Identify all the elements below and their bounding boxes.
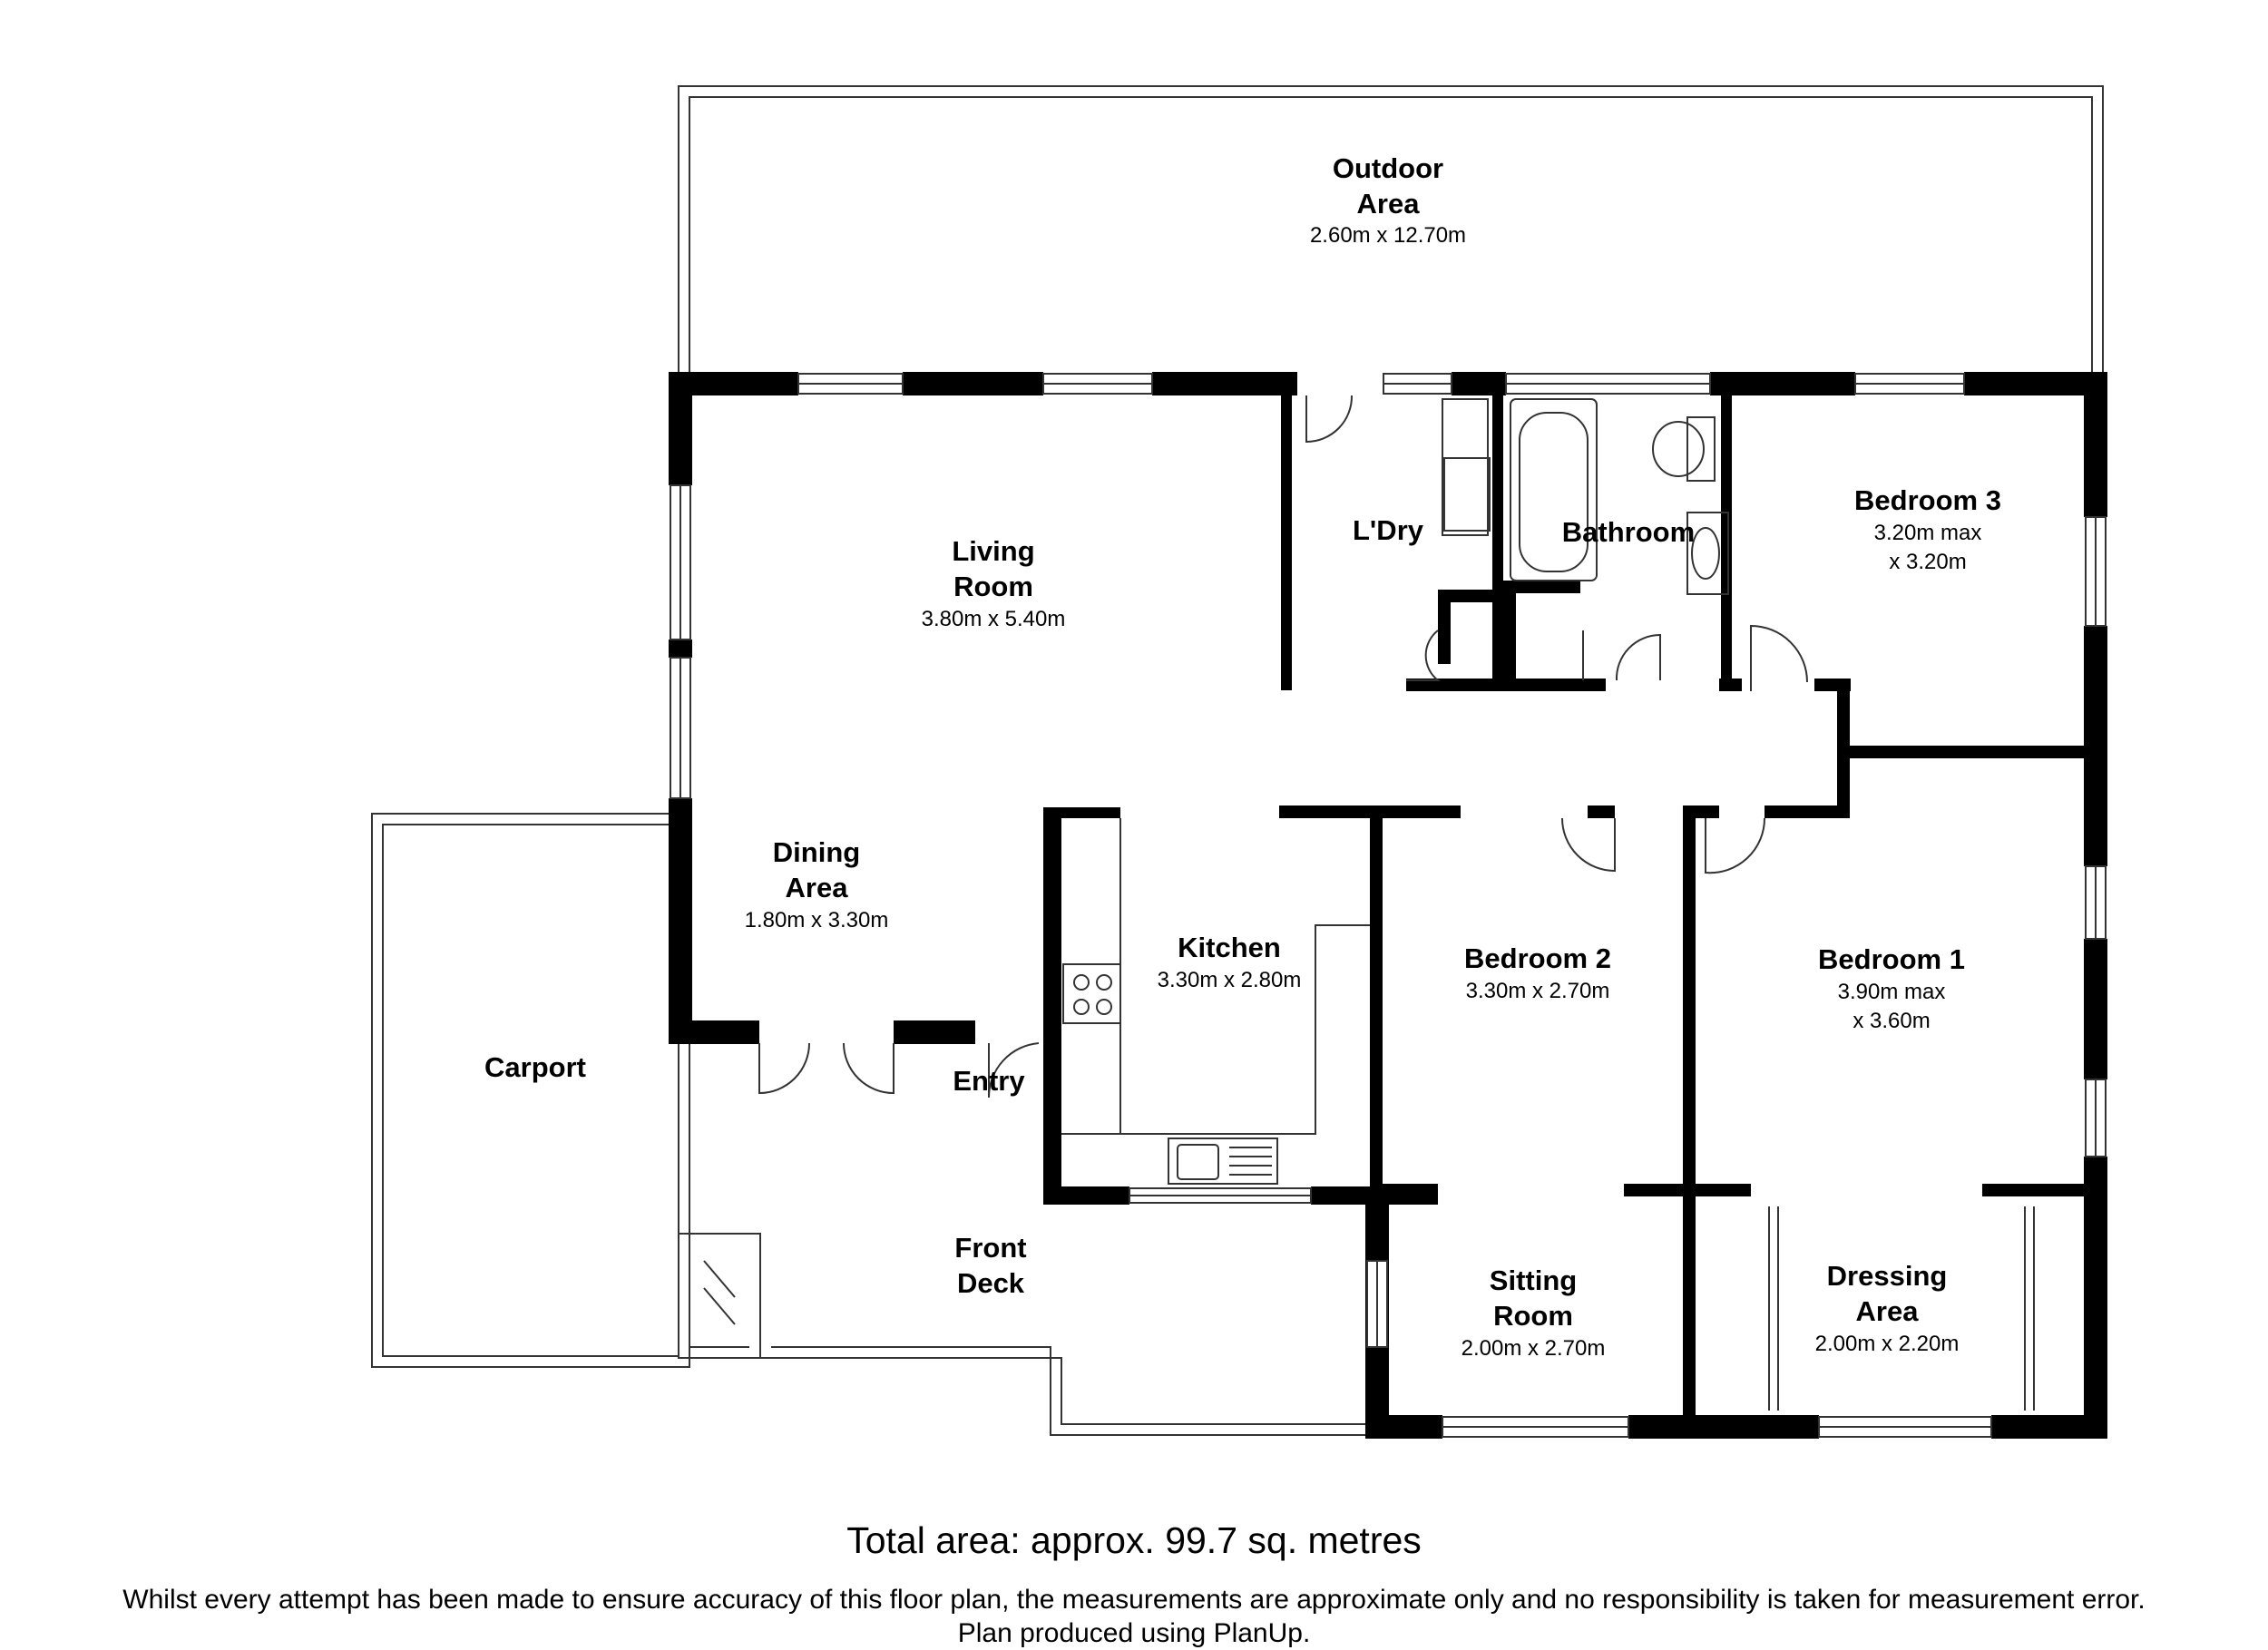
disclaimer: Whilst every attempt has been made to en… xyxy=(0,1583,2268,1650)
bedroom-1-dims: 3.90m max xyxy=(1838,980,1946,1004)
sitting-room-dims: 2.00m x 2.70m xyxy=(1461,1336,1606,1361)
dressing-area-name: Dressing xyxy=(1827,1260,1948,1292)
front-deck-name-2: Deck xyxy=(957,1267,1025,1299)
laundry-name: L'Dry xyxy=(1353,514,1424,546)
carport-outline xyxy=(371,813,690,1368)
entry-name: Entry xyxy=(953,1065,1025,1097)
carport-name: Carport xyxy=(484,1051,586,1083)
bedroom-3-name: Bedroom 3 xyxy=(1854,484,2001,516)
living-room-name: Living xyxy=(952,535,1034,567)
bedroom-3-dims-2: x 3.20m xyxy=(1889,550,1966,574)
kitchen-dims: 3.30m x 2.80m xyxy=(1158,968,1302,992)
living-room-dims: 3.80m x 5.40m xyxy=(922,607,1066,631)
total-area: Total area: approx. 99.7 sq. metres xyxy=(846,1519,1422,1561)
dining-area-dims: 1.80m x 3.30m xyxy=(745,908,889,932)
outdoor-area-dims: 2.60m x 12.70m xyxy=(1310,223,1466,248)
bathroom-name: Bathroom xyxy=(1562,516,1695,548)
bedroom-3-dims: 3.20m max xyxy=(1874,521,1982,545)
dining-area-name-2: Area xyxy=(786,872,849,903)
fixtures xyxy=(1061,398,1729,1185)
disclaimer-line-1: Whilst every attempt has been made to en… xyxy=(122,1585,2146,1615)
dining-area-name: Dining xyxy=(773,836,860,868)
outdoor-area-outline xyxy=(678,85,2104,376)
living-room-name-2: Room xyxy=(953,571,1033,602)
kitchen-name: Kitchen xyxy=(1178,932,1281,963)
sitting-room-name-2: Room xyxy=(1493,1300,1573,1332)
bedroom-1-dims-2: x 3.60m xyxy=(1853,1009,1930,1033)
dressing-area-dims: 2.00m x 2.20m xyxy=(1815,1332,1960,1356)
windows xyxy=(670,373,2107,1438)
front-deck-outline xyxy=(678,1043,1365,1436)
doors xyxy=(758,395,1808,1098)
bedroom-2-name: Bedroom 2 xyxy=(1464,942,1611,974)
bedroom-1-name: Bedroom 1 xyxy=(1818,943,1965,975)
outdoor-area-name-2: Area xyxy=(1357,188,1421,220)
dressing-area-name-2: Area xyxy=(1856,1295,1920,1327)
sitting-room-name: Sitting xyxy=(1490,1264,1577,1296)
room-labels: Outdoor Area 2.60m x 12.70m Living Room … xyxy=(484,152,2001,1361)
front-deck-name: Front xyxy=(954,1232,1026,1264)
outdoor-area-name: Outdoor xyxy=(1333,152,1443,184)
bedroom-2-dims: 3.30m x 2.70m xyxy=(1466,979,1610,1003)
closet-doors xyxy=(1768,1206,2035,1411)
disclaimer-line-2: Plan produced using PlanUp. xyxy=(957,1618,1311,1648)
